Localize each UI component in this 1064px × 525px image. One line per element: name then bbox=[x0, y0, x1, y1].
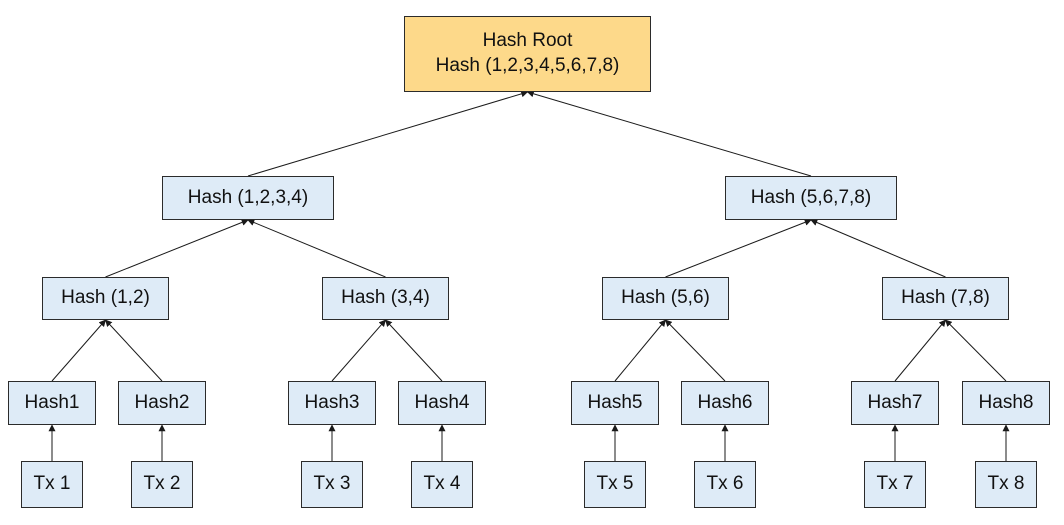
hash3-node: Hash3 bbox=[288, 381, 376, 425]
hash7-node: Hash7 bbox=[851, 381, 939, 425]
hash5-node: Hash5 bbox=[571, 381, 659, 425]
hash2-node: Hash2 bbox=[118, 381, 206, 425]
hash-root-node: Hash Root Hash (1,2,3,4,5,6,7,8) bbox=[404, 16, 651, 92]
hash-78-node: Hash (7,8) bbox=[882, 277, 1009, 320]
edge-h1234-to-root bbox=[247, 90, 529, 177]
tx3-node: Tx 3 bbox=[301, 461, 363, 508]
tx1-node: Tx 1 bbox=[21, 461, 83, 508]
tx5-node: Tx 5 bbox=[584, 461, 646, 508]
edge-h2-to-h12 bbox=[105, 319, 163, 382]
hash-root-formula: Hash (1,2,3,4,5,6,7,8) bbox=[435, 55, 620, 76]
hash-56-node: Hash (5,6) bbox=[602, 277, 729, 320]
hash6-node: Hash6 bbox=[681, 381, 769, 425]
hash8-node: Hash8 bbox=[962, 381, 1050, 425]
hash-12-node: Hash (1,2) bbox=[42, 277, 169, 320]
edge-h56-to-h5678 bbox=[665, 219, 812, 278]
edge-h5-to-h56 bbox=[614, 319, 666, 382]
hash4-node: Hash4 bbox=[398, 381, 486, 425]
tx7-node: Tx 7 bbox=[864, 461, 926, 508]
hash-1234-node: Hash (1,2,3,4) bbox=[162, 176, 334, 220]
edge-h12-to-h1234 bbox=[105, 219, 249, 278]
hash1-node: Hash1 bbox=[8, 381, 96, 425]
edge-h5678-to-root bbox=[526, 90, 812, 177]
hash-5678-node: Hash (5,6,7,8) bbox=[725, 176, 897, 220]
edge-h6-to-h56 bbox=[665, 319, 726, 382]
edge-h78-to-h5678 bbox=[810, 219, 946, 278]
edge-h7-to-h78 bbox=[894, 319, 946, 382]
tx2-node: Tx 2 bbox=[131, 461, 193, 508]
edge-h3-to-h34 bbox=[331, 319, 386, 382]
edge-h4-to-h34 bbox=[385, 319, 443, 382]
edge-h1-to-h12 bbox=[51, 319, 106, 382]
edge-h8-to-h78 bbox=[945, 319, 1007, 382]
hash-root-title: Hash Root bbox=[482, 30, 573, 52]
tx4-node: Tx 4 bbox=[411, 461, 473, 508]
tx8-node: Tx 8 bbox=[975, 461, 1037, 508]
hash-34-node: Hash (3,4) bbox=[322, 277, 449, 320]
tx6-node: Tx 6 bbox=[694, 461, 756, 508]
edge-h34-to-h1234 bbox=[247, 219, 386, 278]
